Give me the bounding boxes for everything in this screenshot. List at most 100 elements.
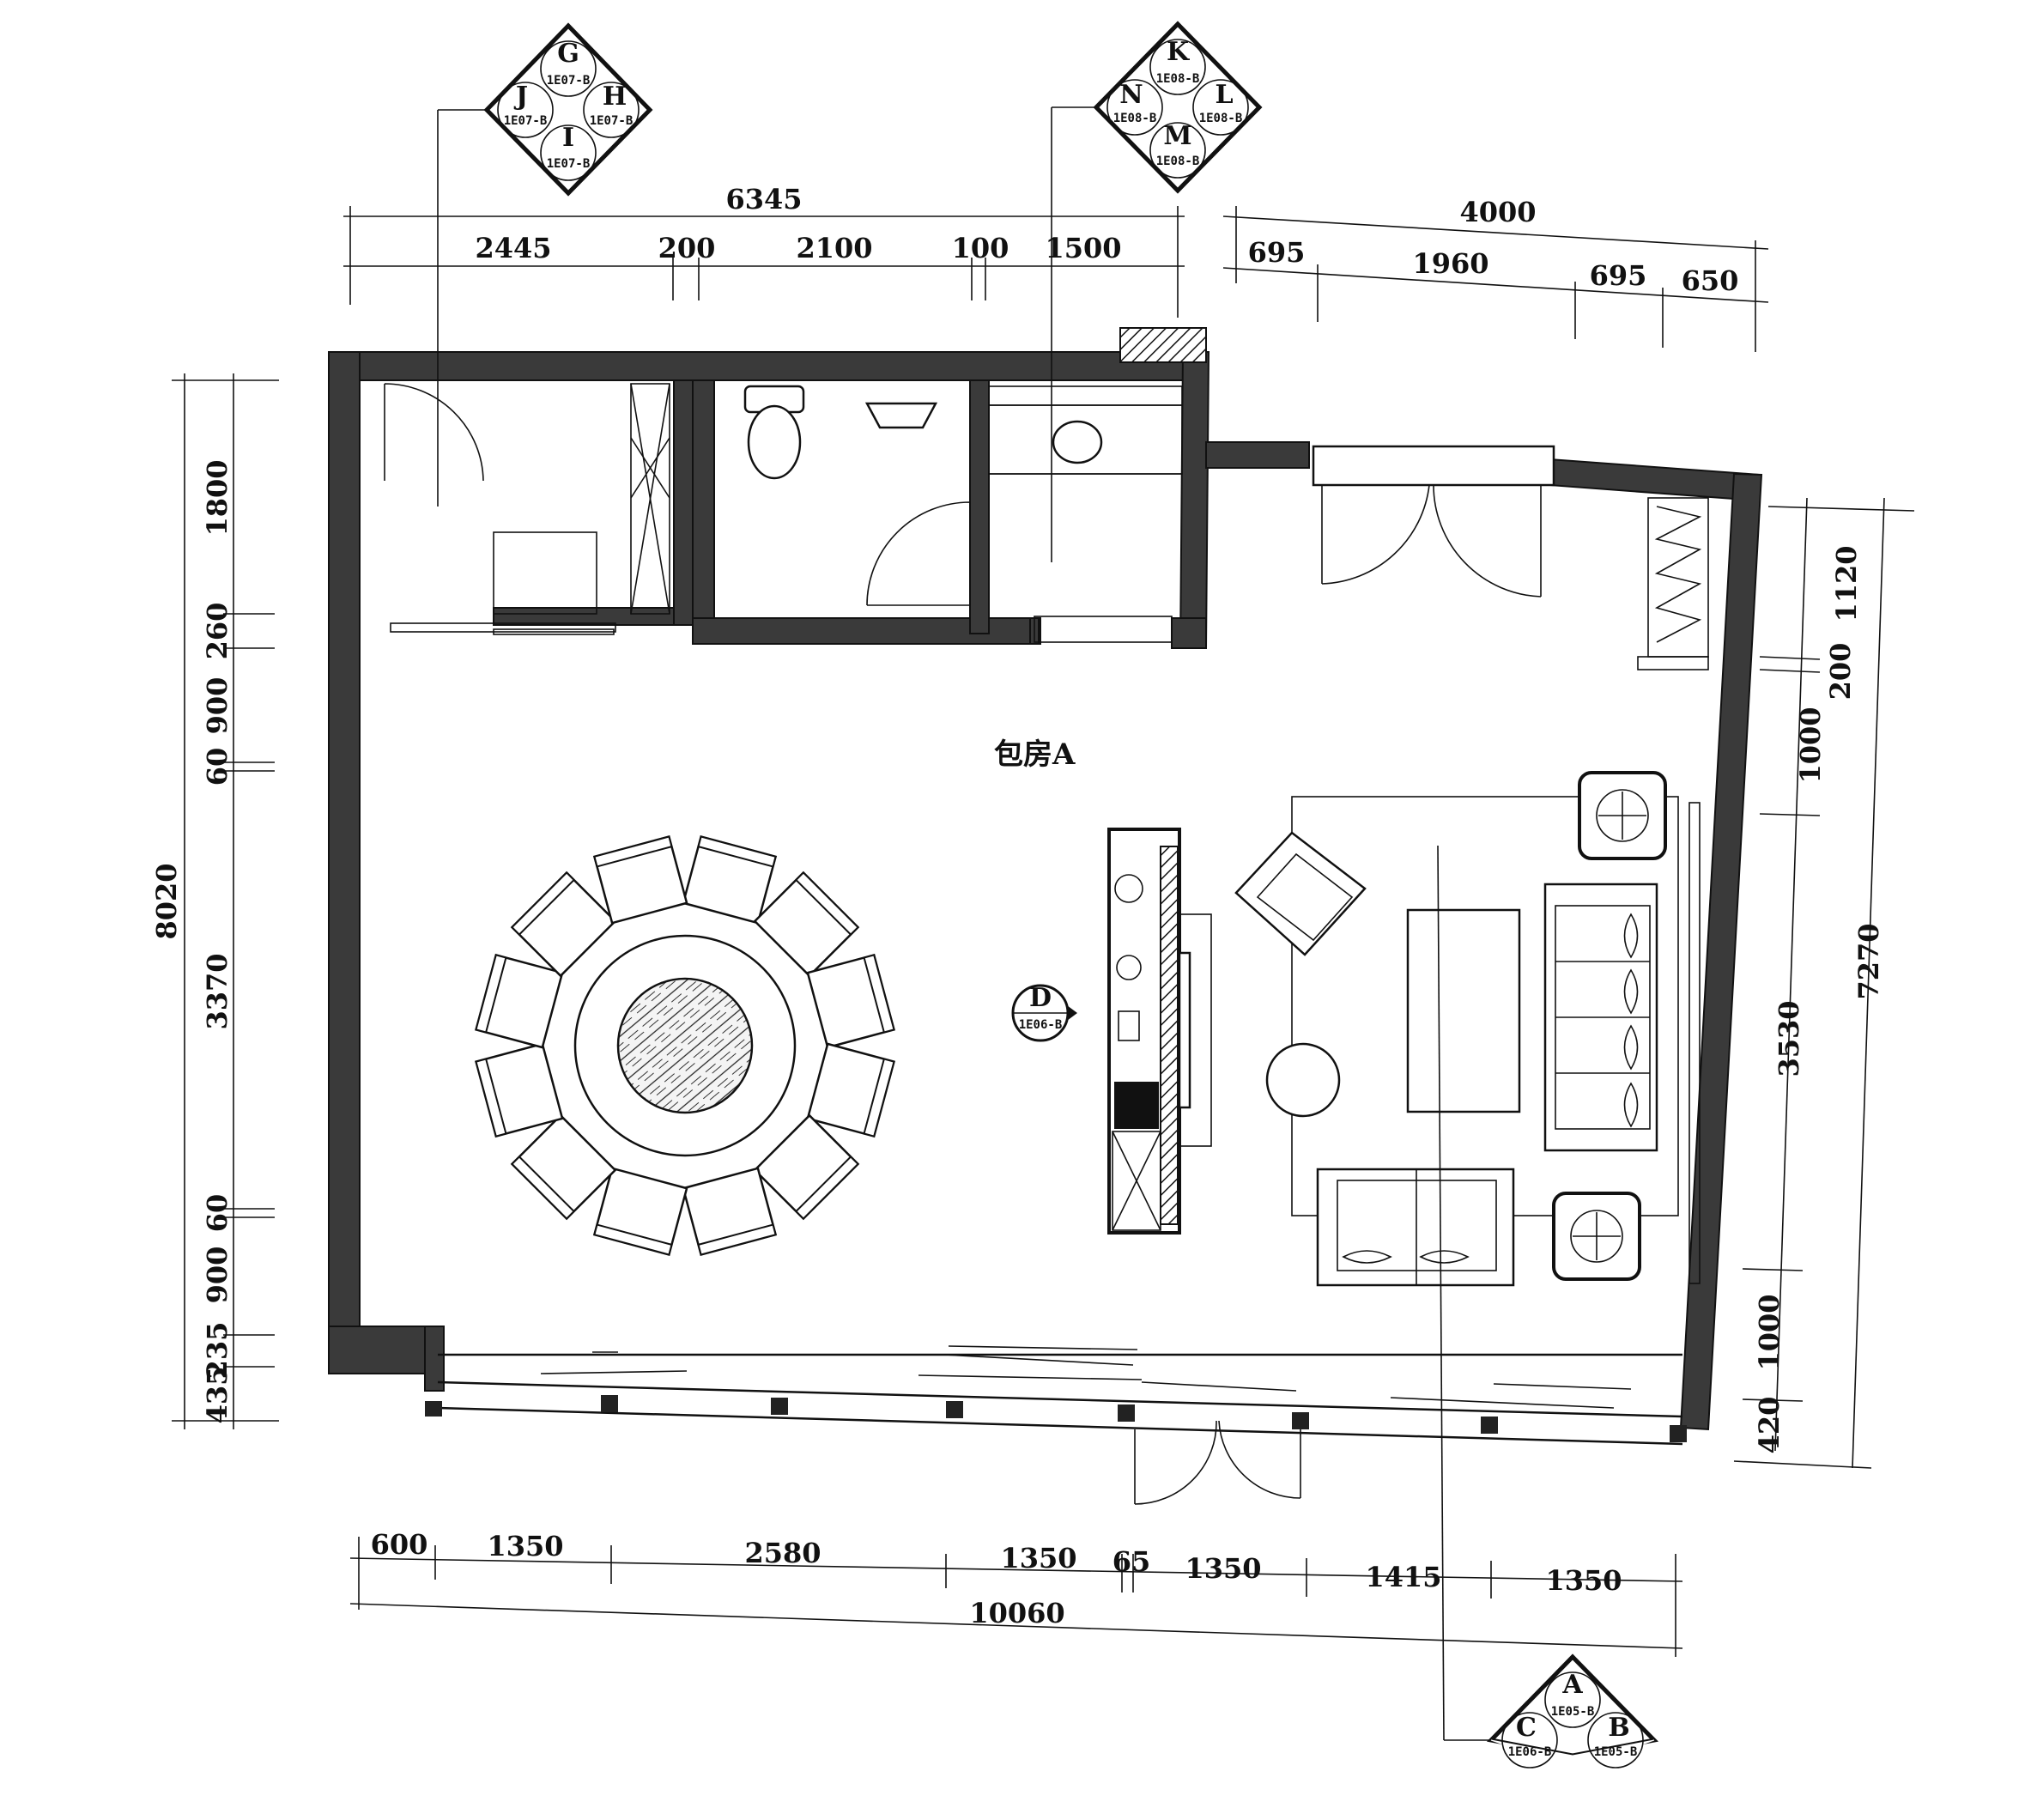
dining-chair [510,1113,617,1221]
dim-right-seg: 420 [1753,1397,1785,1454]
window-wall-bottom [425,1345,1687,1446]
entry-closet [384,383,670,615]
marker-letter: I [562,123,574,153]
dim-right-seg: 1120 [1830,545,1863,622]
double-door-bottom [1134,1420,1301,1505]
marker-letter: J [513,82,528,112]
urinal [864,402,938,429]
dim-left-seg: 900 [201,677,233,735]
mullions [425,1395,1687,1442]
marker-ref: 1E08-B [1113,112,1157,125]
dim-right-seg: 1000 [1794,707,1827,783]
dim-top-right-seg: 695 [1590,259,1647,292]
dining-chair [682,834,778,925]
marker-letter: H [603,82,627,112]
marker-letter: K [1167,37,1190,67]
side-table-top [1578,771,1667,860]
marker-ref: 1E05-B [1594,1745,1638,1759]
double-door-top [1312,445,1555,598]
tv-cabinet [1107,828,1212,1235]
dim-right-total: 7270 [1852,923,1885,999]
marker-ref: 1E08-B [1199,112,1243,125]
column-hatch [1119,327,1207,363]
dimension-top-right: 4000 695 1960 695 650 [1222,196,1769,352]
elevation-marker-group-1: G H I J 1E07-B 1E07-B 1E07-B 1E07-B [437,22,653,507]
armchair [1234,831,1367,956]
marker-ref: 1E07-B [547,157,591,171]
marker-ref: 1E08-B [1156,72,1200,86]
sofa-long [1543,883,1658,1152]
marker-letter: N [1119,80,1143,110]
dim-top-right-seg: 695 [1248,236,1306,269]
dimension-top-left: 6345 2445 200 2100 100 1500 [343,183,1185,318]
dim-right-seg: 3530 [1773,1000,1805,1077]
marker-letter: A [1561,1670,1583,1700]
sliding-partition [390,622,616,635]
dining-chair [682,1167,778,1257]
marker-ref: 1E05-B [1551,1705,1595,1719]
dim-bottom-seg: 1350 [1545,1564,1622,1597]
dim-top-left-seg: 1500 [1045,232,1121,264]
dim-bottom-seg: 1415 [1365,1561,1441,1593]
toilet-bowl [747,404,802,480]
marker-letter: L [1215,80,1233,110]
coffee-table [1406,908,1521,1113]
dim-right-seg: 1000 [1753,1294,1785,1370]
marker-letter: D [1029,983,1052,1013]
dim-top-right-seg: 1960 [1412,247,1488,280]
storage-rack [1637,497,1709,670]
wash-basin [1052,420,1103,464]
dim-top-left-seg: 2445 [475,232,551,264]
dining-chair [806,953,896,1049]
dim-left-seg: 60 [201,1194,233,1233]
side-table-bottom [1552,1192,1641,1281]
marker-letter: C [1516,1713,1537,1743]
toilet-room [743,385,971,606]
dim-top-left-seg: 100 [952,232,1009,264]
marker-ref: 1E07-B [590,114,634,128]
sofa-two-seat [1316,1168,1515,1287]
lounge-area [1234,771,1701,1287]
dim-bottom-seg: 1350 [487,1530,563,1562]
dining-chair [592,1167,688,1257]
dining-chairs [474,834,896,1257]
dining-chair [510,871,617,978]
dim-bottom-seg: 2580 [744,1537,821,1569]
dim-left-seg: 60 [201,748,233,786]
side-table-round [1265,1042,1341,1118]
dim-top-left-total: 6345 [725,183,802,215]
marker-letter: B [1608,1713,1629,1743]
marker-ref: 1E06-B [1508,1745,1552,1759]
dimension-left: 8020 1800 260 900 60 3370 60 900 235 435 [150,373,279,1429]
marker-letter: G [557,39,579,69]
dim-left-seg: 900 [201,1247,233,1304]
dim-top-right-seg: 650 [1682,264,1739,297]
marker-ref: 1E07-B [504,114,548,128]
dining-chair [753,871,860,978]
dining-chair [592,834,688,925]
dim-left-seg: 3370 [201,953,233,1029]
room-label: 包房A [994,737,1076,772]
dim-right-seg: 200 [1824,643,1857,701]
dim-left-seg: 1800 [201,459,233,536]
dim-bottom-seg: 1350 [1000,1542,1076,1574]
dim-bottom-seg: 1350 [1185,1552,1261,1585]
dimension-bottom: 600 1350 2580 1350 65 1350 1415 1350 100… [349,1528,1683,1657]
dim-top-left-seg: 200 [658,232,716,264]
dim-bottom-seg: 65 [1113,1545,1151,1578]
marker-ref: 1E08-B [1156,155,1200,168]
dining-chair [474,1042,564,1138]
dim-top-left-seg: 2100 [796,232,872,264]
elevation-marker-d: D 1E06-B [1011,983,1077,1042]
marker-ref: 1E06-B [1019,1018,1063,1032]
dining-chair [806,1042,896,1138]
dim-left-total: 8020 [150,863,183,939]
dining-chair [753,1113,860,1221]
elevation-marker-group-2: K L M N 1E08-B 1E08-B 1E08-B 1E08-B [1051,21,1263,562]
elevation-marker-group-3: A B C 1E05-B 1E05-B 1E06-B [1437,845,1659,1769]
vanity-room [988,385,1183,643]
dim-left-seg: 260 [201,603,233,660]
dim-top-right-total: 4000 [1459,196,1536,228]
round-dining-table [573,934,797,1157]
